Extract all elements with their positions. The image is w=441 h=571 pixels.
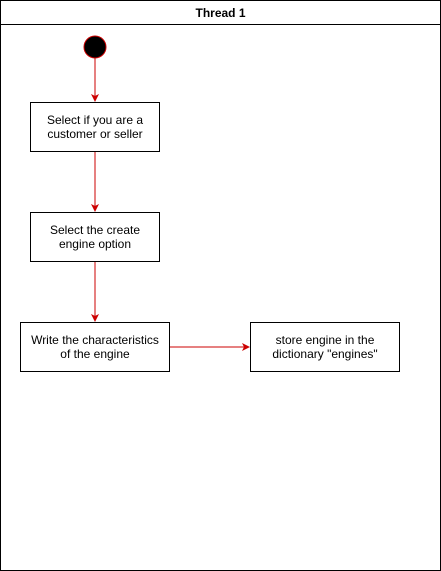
swimlane-title: Thread 1 bbox=[1, 1, 440, 25]
action-select-create-engine[interactable]: Select the create engine option bbox=[30, 212, 160, 262]
action-label: Select if you are a customer or seller bbox=[46, 113, 144, 141]
action-label: Write the characteristics of the engine bbox=[31, 333, 159, 361]
action-select-role[interactable]: Select if you are a customer or seller bbox=[30, 102, 160, 152]
action-label: store engine in the dictionary "engines" bbox=[272, 333, 378, 361]
action-store-engine[interactable]: store engine in the dictionary "engines" bbox=[250, 322, 400, 372]
action-write-characteristics[interactable]: Write the characteristics of the engine bbox=[20, 322, 170, 372]
action-label: Select the create engine option bbox=[49, 223, 141, 251]
